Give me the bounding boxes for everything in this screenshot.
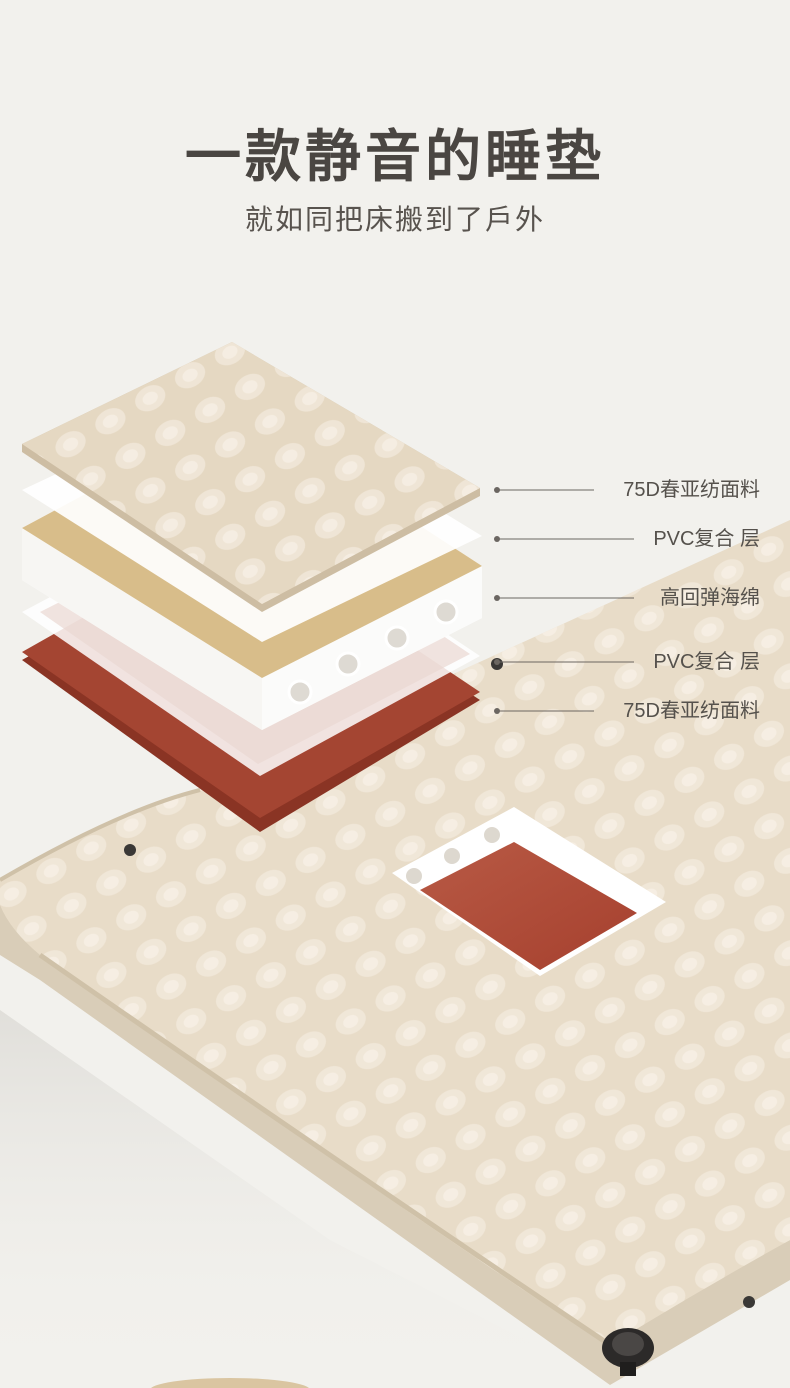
layer-label-upper-pvc: PVC复合 层 — [653, 528, 760, 550]
layer-label-foam: 高回弹海绵 — [660, 587, 760, 609]
leader-lines — [494, 487, 634, 714]
layer-label-top-fabric: 75D春亚纺面料 — [623, 479, 760, 501]
cutaway-window — [392, 807, 666, 976]
grommet-icon — [743, 1296, 755, 1308]
layer-stack — [22, 342, 482, 832]
layer-top-fabric — [22, 342, 480, 612]
grommet-icon — [124, 844, 136, 856]
page-subtitle: 就如同把床搬到了戶外 — [244, 204, 545, 235]
valve-icon — [602, 1328, 654, 1376]
page-title: 一款静音的睡垫 — [185, 125, 605, 188]
mat-shadow — [0, 1010, 620, 1388]
sleeping-pad — [0, 520, 790, 1388]
layer-label-lower-pvc: PVC复合 层 — [653, 651, 760, 673]
layer-label-bottom-fabric: 75D春亚纺面料 — [623, 700, 760, 722]
